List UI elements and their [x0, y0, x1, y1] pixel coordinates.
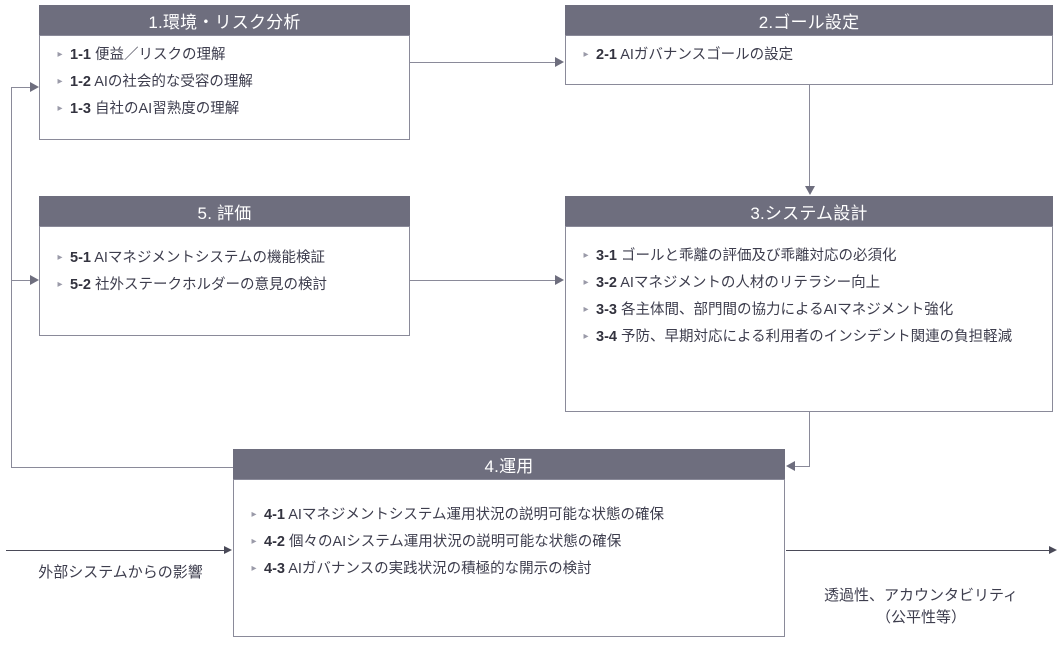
item-label: 予防、早期対応による利用者のインシデント関連の負担軽減	[621, 329, 1013, 346]
item-number: 4-1	[264, 507, 285, 523]
bullet-arrow-icon: ▸	[57, 49, 63, 60]
item-number: 3-1	[596, 248, 617, 264]
process-box-2-items: ▸ 2-1 AIガバナンスゴールの設定	[566, 42, 1052, 69]
arrowhead-box5-to-box3	[555, 275, 564, 285]
item-label: AIマネジメントシステムの機能検証	[94, 250, 325, 266]
connector-box5-to-box3	[410, 280, 556, 281]
item-number: 3-2	[596, 275, 617, 292]
item-label: AIマネジメントの人材のリテラシー向上	[620, 275, 881, 292]
item-label: 社外ステークホルダーの意見の検討	[95, 277, 327, 294]
caption-right-line2: （公平性等）	[875, 609, 966, 626]
process-box-3-body: ▸ 3-1 ゴールと乖離の評価及び乖離対応の必須化 ▸ 3-2 AIマネジメント…	[565, 226, 1053, 412]
bullet-arrow-icon: ▸	[583, 250, 589, 261]
item-label: 各主体間、部門間の協力によるAIマネジメント強化	[621, 302, 954, 319]
item-number: 3-3	[596, 302, 617, 319]
item-label: AIガバナンスの実践状況の積極的な開示の検討	[288, 561, 592, 578]
connector-external-input	[6, 550, 225, 551]
arrowhead-box1-to-box2	[555, 57, 564, 67]
bullet-arrow-icon: ▸	[583, 331, 589, 343]
item-label: AIの社会的な受容の理解	[94, 74, 253, 91]
process-box-3-items: ▸ 3-1 ゴールと乖離の評価及び乖離対応の必須化 ▸ 3-2 AIマネジメント…	[566, 243, 1052, 351]
process-box-5-body: ▸ 5-1 AIマネジメントシステムの機能検証 ▸ 5-2 社外ステークホルダー…	[39, 226, 410, 336]
bullet-arrow-icon: ▸	[583, 304, 589, 316]
list-item[interactable]: ▸ 4-2 個々のAIシステム運用状況の説明可能な状態の確保	[234, 529, 784, 556]
connector-box1-to-box2	[410, 62, 556, 63]
item-number: 5-2	[70, 277, 91, 294]
bullet-arrow-icon: ▸	[57, 279, 63, 291]
connector-box3-to-box4-vertical	[809, 412, 810, 467]
item-number: 1-2	[70, 74, 91, 91]
process-box-2-title: 2.ゴール設定	[565, 5, 1053, 35]
item-label: 自社のAI習熟度の理解	[95, 101, 240, 118]
connector-box3-to-box4-horizontal	[795, 466, 810, 467]
bullet-arrow-icon: ▸	[57, 76, 63, 88]
item-label: AIマネジメントシステム運用状況の説明可能な状態の確保	[288, 507, 664, 523]
list-item[interactable]: ▸ 5-2 社外ステークホルダーの意見の検討	[40, 272, 409, 299]
process-box-4[interactable]: 4.運用 ▸ 4-1 AIマネジメントシステム運用状況の説明可能な状態の確保 ▸…	[233, 449, 785, 637]
process-box-4-items: ▸ 4-1 AIマネジメントシステム運用状況の説明可能な状態の確保 ▸ 4-2 …	[234, 502, 784, 583]
bullet-arrow-icon: ▸	[251, 563, 257, 575]
item-number: 1-3	[70, 101, 91, 118]
item-number: 3-4	[596, 329, 617, 346]
item-number: 4-3	[264, 561, 285, 578]
list-item[interactable]: ▸ 5-1 AIマネジメントシステムの機能検証	[40, 245, 409, 272]
list-item[interactable]: ▸ 1-2 AIの社会的な受容の理解	[40, 69, 409, 96]
item-label: AIガバナンスゴールの設定	[620, 47, 794, 63]
list-item[interactable]: ▸ 4-3 AIガバナンスの実践状況の積極的な開示の検討	[234, 556, 784, 583]
item-number: 2-1	[596, 47, 617, 63]
list-item[interactable]: ▸ 1-1 便益／リスクの理解	[40, 42, 409, 69]
connector-box2-to-box3	[809, 85, 810, 186]
process-box-5[interactable]: 5. 評価 ▸ 5-1 AIマネジメントシステムの機能検証 ▸ 5-2 社外ステ…	[39, 196, 410, 336]
item-label: 便益／リスクの理解	[95, 47, 226, 63]
list-item[interactable]: ▸ 3-3 各主体間、部門間の協力によるAIマネジメント強化	[566, 297, 1052, 324]
arrowhead-external-output	[1049, 546, 1057, 554]
process-box-5-items: ▸ 5-1 AIマネジメントシステムの機能検証 ▸ 5-2 社外ステークホルダー…	[40, 245, 409, 299]
process-box-4-body: ▸ 4-1 AIマネジメントシステム運用状況の説明可能な状態の確保 ▸ 4-2 …	[233, 479, 785, 637]
process-box-2-body: ▸ 2-1 AIガバナンスゴールの設定	[565, 35, 1053, 85]
list-item[interactable]: ▸ 1-3 自社のAI習熟度の理解	[40, 96, 409, 123]
arrowhead-box3-to-box4	[786, 461, 795, 471]
process-box-2[interactable]: 2.ゴール設定 ▸ 2-1 AIガバナンスゴールの設定	[565, 5, 1053, 85]
arrowhead-box2-to-box3	[805, 186, 815, 195]
process-box-1-items: ▸ 1-1 便益／リスクの理解 ▸ 1-2 AIの社会的な受容の理解 ▸ 1-3…	[40, 42, 409, 123]
connector-feedback-to-box5	[11, 280, 32, 281]
list-item[interactable]: ▸ 3-1 ゴールと乖離の評価及び乖離対応の必須化	[566, 243, 1052, 270]
bullet-arrow-icon: ▸	[57, 103, 63, 115]
list-item[interactable]: ▸ 2-1 AIガバナンスゴールの設定	[566, 42, 1052, 69]
process-box-1-title: 1.環境・リスク分析	[39, 5, 410, 35]
item-number: 4-2	[264, 534, 285, 551]
connector-feedback-to-box1	[11, 87, 32, 88]
bullet-arrow-icon: ▸	[57, 252, 63, 263]
process-box-4-title: 4.運用	[233, 449, 785, 479]
caption-right-line1: 透過性、アカウンタビリティ	[823, 586, 1019, 604]
list-item[interactable]: ▸ 3-4 予防、早期対応による利用者のインシデント関連の負担軽減	[566, 324, 1052, 351]
caption-external-influence: 外部システムからの影響	[38, 564, 203, 581]
item-label: ゴールと乖離の評価及び乖離対応の必須化	[621, 248, 897, 264]
process-box-5-title: 5. 評価	[39, 196, 410, 226]
list-item[interactable]: ▸ 4-1 AIマネジメントシステム運用状況の説明可能な状態の確保	[234, 502, 784, 529]
item-number: 5-1	[70, 250, 91, 266]
bullet-arrow-icon: ▸	[583, 277, 589, 289]
arrowhead-external-input	[224, 546, 232, 554]
bullet-arrow-icon: ▸	[251, 509, 257, 520]
connector-box4-feedback-bottom	[11, 467, 233, 468]
process-box-3-title: 3.システム設計	[565, 196, 1053, 226]
bullet-arrow-icon: ▸	[251, 536, 257, 548]
arrowhead-feedback-to-box5	[30, 275, 39, 285]
item-label: 個々のAIシステム運用状況の説明可能な状態の確保	[289, 534, 622, 551]
list-item[interactable]: ▸ 3-2 AIマネジメントの人材のリテラシー向上	[566, 270, 1052, 297]
connector-box4-feedback-riser	[11, 87, 12, 468]
caption-transparency-accountability: 透過性、アカウンタビリティ （公平性等）	[790, 562, 1052, 652]
item-number: 1-1	[70, 47, 91, 63]
process-box-3[interactable]: 3.システム設計 ▸ 3-1 ゴールと乖離の評価及び乖離対応の必須化 ▸ 3-2…	[565, 196, 1053, 412]
process-box-1[interactable]: 1.環境・リスク分析 ▸ 1-1 便益／リスクの理解 ▸ 1-2 AIの社会的な…	[39, 5, 410, 140]
connector-external-output	[786, 550, 1050, 551]
bullet-arrow-icon: ▸	[583, 49, 589, 60]
arrowhead-feedback-to-box1	[30, 82, 39, 92]
process-box-1-body: ▸ 1-1 便益／リスクの理解 ▸ 1-2 AIの社会的な受容の理解 ▸ 1-3…	[39, 35, 410, 140]
